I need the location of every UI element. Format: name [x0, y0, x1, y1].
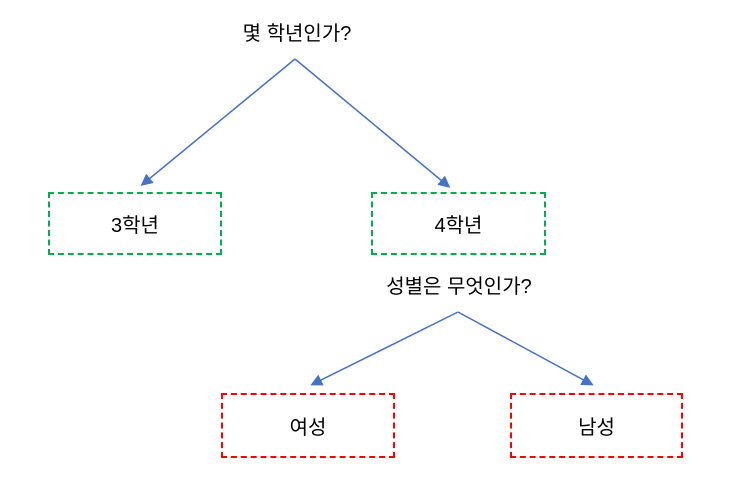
node-grade-3-label: 3학년	[111, 215, 159, 237]
node-question-grade: 몇 학년인가?	[242, 23, 352, 45]
edge-gender-to-male	[457, 311, 594, 386]
edge-grade-to-3	[140, 58, 296, 186]
node-male-label: 남성	[578, 417, 615, 439]
node-grade-4-label: 4학년	[434, 215, 483, 237]
node-male: 남성	[510, 393, 683, 458]
node-grade-3: 3학년	[48, 192, 222, 255]
node-female-label: 여성	[289, 417, 327, 439]
node-female: 여성	[221, 393, 395, 458]
node-grade-4: 4학년	[371, 192, 546, 255]
edge-gender-to-female	[310, 311, 459, 386]
edge-grade-to-4	[294, 58, 451, 188]
node-question-gender: 성별은 무엇인가?	[386, 276, 532, 298]
